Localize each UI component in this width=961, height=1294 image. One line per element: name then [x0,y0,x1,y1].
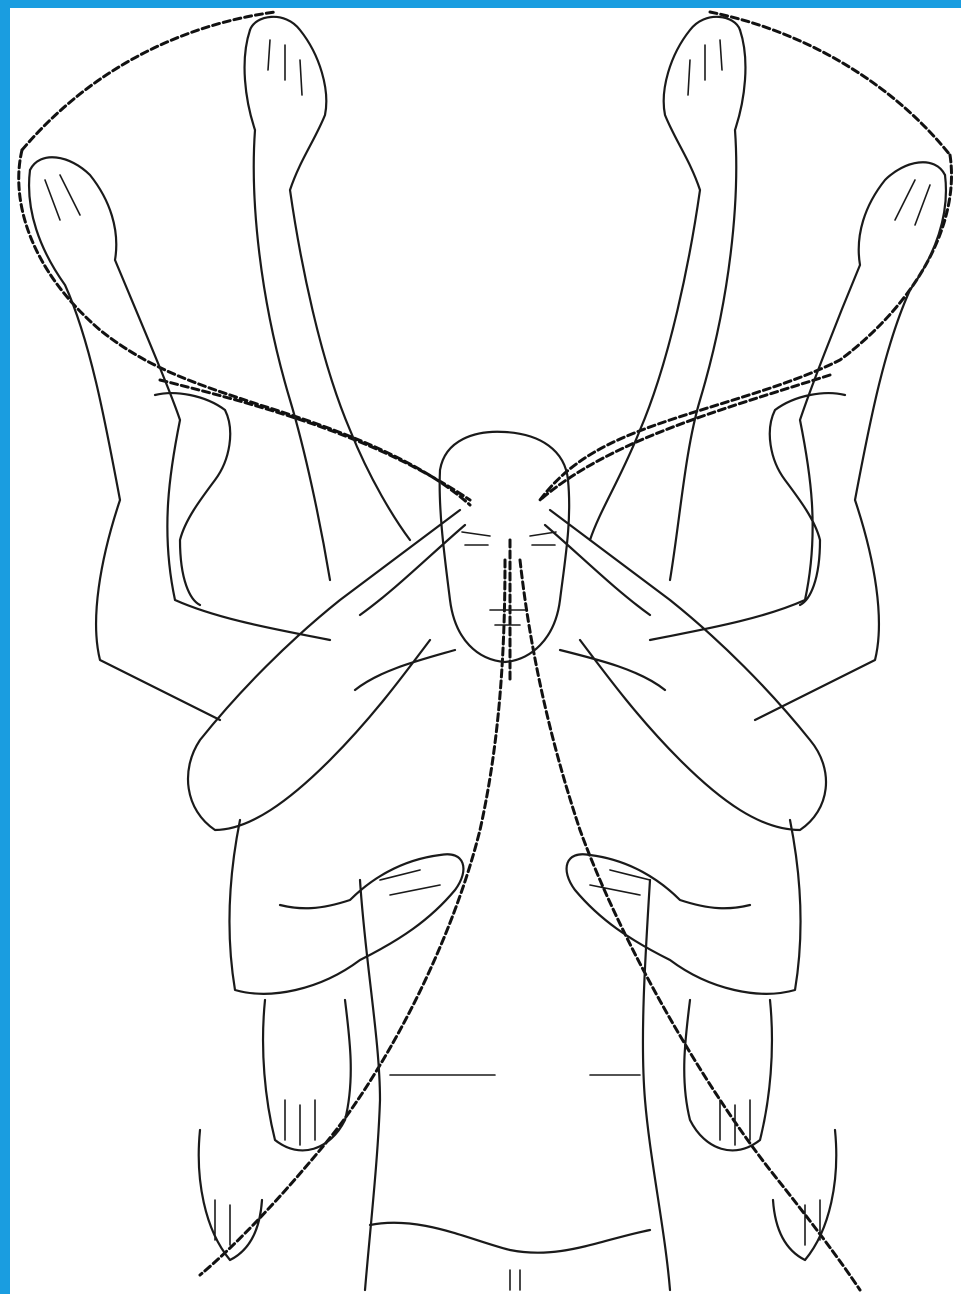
trajectory-right-loop [540,155,952,500]
line-drawing [10,8,961,1294]
trajectory-left-diagonal [160,380,470,500]
trajectory-top-arc [22,12,950,155]
right-arm-outward [650,162,946,720]
right-arm-raised [590,17,745,580]
illustration-canvas [10,8,961,1294]
trajectory-left-loop [19,150,470,505]
left-arm-raised [245,17,410,580]
right-arm-to-face [545,510,826,830]
left-arm-outward [29,157,330,720]
right-arm-down [684,1000,836,1260]
trajectory-center-right [520,560,860,1290]
shoulders [155,393,845,605]
left-arm-down [199,1000,351,1260]
trajectory-center-left [200,560,505,1275]
torso [355,650,670,1290]
right-arm-chest [567,820,801,994]
left-arm-chest [230,820,464,994]
